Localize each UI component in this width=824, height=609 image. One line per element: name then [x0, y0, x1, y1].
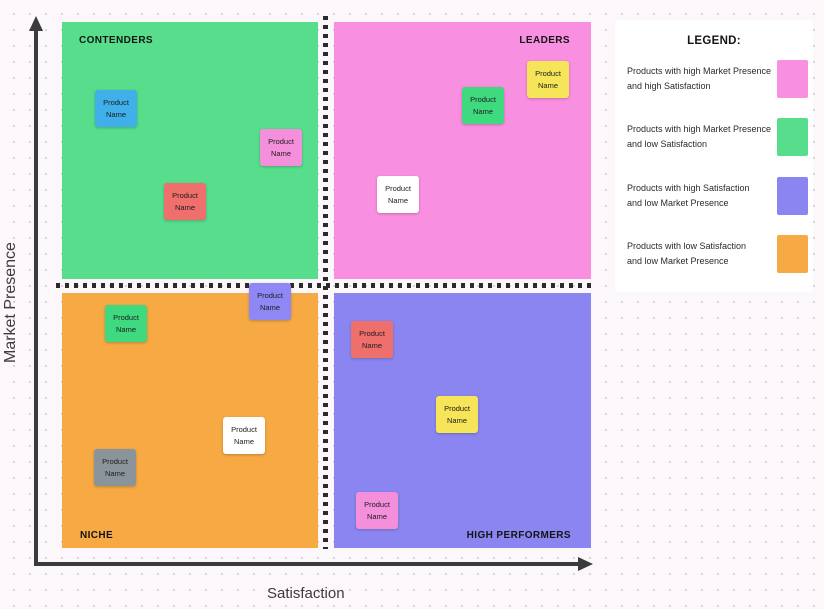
legend-swatch	[777, 177, 808, 215]
quadrant-title-contenders: CONTENDERS	[79, 35, 154, 46]
sticky-note-line2: Name	[105, 109, 126, 119]
sticky-note-line2: Name	[259, 302, 280, 312]
legend-swatch	[777, 118, 808, 156]
sticky-note-line1: Product	[444, 404, 470, 413]
sticky-note-line1: Product	[102, 457, 128, 466]
legend-swatch	[777, 60, 808, 98]
sticky-note-line1: Product	[257, 291, 283, 300]
sticky-note-line1: Product	[268, 137, 294, 146]
sticky-note-line1: Product	[385, 184, 411, 193]
y-axis	[29, 16, 43, 566]
sticky-note-line1: Product	[113, 313, 139, 322]
quadrant-title-leaders: LEADERS	[519, 35, 570, 46]
sticky-note-line1: Product	[359, 329, 385, 338]
sticky-note-line2: Name	[366, 511, 387, 521]
x-axis-label: Satisfaction	[267, 585, 345, 602]
x-axis	[34, 557, 593, 571]
sticky-note-line2: Name	[270, 148, 291, 158]
sticky-note-line1: Product	[535, 69, 561, 78]
sticky-note-line1: Product	[103, 98, 129, 107]
quadrant-divider-vertical	[323, 16, 328, 549]
sticky-note-line1: Product	[172, 191, 198, 200]
quadrant-title-niche: NICHE	[80, 530, 114, 541]
sticky-note-line2: Name	[115, 324, 136, 334]
sticky-note-line2: Name	[233, 436, 254, 446]
y-axis-label: Market Presence	[2, 242, 19, 363]
sticky-note-line2: Name	[361, 340, 382, 350]
sticky-note-line2: Name	[446, 415, 467, 425]
sticky-note-line2: Name	[174, 202, 195, 212]
sticky-note-line2: Name	[537, 80, 558, 90]
sticky-note-line1: Product	[231, 425, 257, 434]
legend-card: LEGEND: Products with high Market Presen…	[615, 20, 813, 292]
legend-title: LEGEND:	[687, 35, 741, 47]
y-axis-arrowhead-icon	[29, 16, 43, 31]
x-axis-arrowhead-icon	[578, 557, 593, 571]
sticky-note-line2: Name	[104, 468, 125, 478]
sticky-note-line1: Product	[470, 95, 496, 104]
quadrant-niche[interactable]: NICHE	[62, 293, 318, 548]
sticky-note-line2: Name	[387, 195, 408, 205]
sticky-note-line1: Product	[364, 500, 390, 509]
legend-swatch	[777, 235, 808, 273]
quadrant-title-high-performers: HIGH PERFORMERS	[466, 530, 571, 541]
sticky-note-line2: Name	[472, 106, 493, 116]
